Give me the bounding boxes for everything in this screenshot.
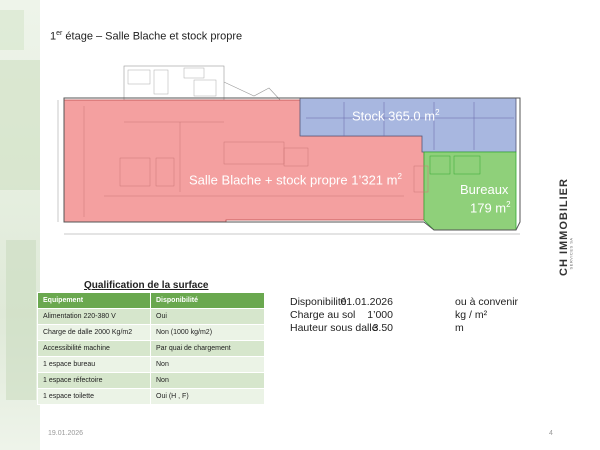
floor-plan: Salle Blache + stock propre 1’321 m2 Sto… [44,62,540,262]
table-cell: Par quai de chargement [150,340,265,357]
table-cell: Oui (H , F) [150,388,265,405]
qualification-title: Qualification de la surface [84,280,209,291]
availability-info: Disponibilité 01.01.2026 ou à convenir C… [290,296,550,335]
zone-label-stock: Stock 365.0 m2 [352,108,440,124]
table-cell: Non (1000 kg/m2) [150,324,265,341]
table-row: 1 espace réfectoire Non [37,372,265,389]
table-cell: Oui [150,308,265,325]
info-row: Charge au sol 1’000 kg / m² [290,309,550,322]
info-row: Hauteur sous dalle 3.50 m [290,322,550,335]
decorative-block [0,60,40,190]
info-unit: ou à convenir [455,296,519,308]
table-cell: Charge de dalle 2000 Kg/m2 [37,324,151,341]
table-row: 1 espace toilette Oui (H , F) [37,388,265,405]
zone-label-salle: Salle Blache + stock propre 1’321 m2 [189,172,402,188]
info-value: 1’000 [367,309,393,321]
info-label: Hauteur sous dalle [290,322,378,334]
table-cell: Non [150,372,265,389]
page-number: 4 [549,430,553,437]
info-label: Disponibilité [290,296,347,308]
footer-date: 19.01.2026 [48,430,84,437]
table-row: Alimentation 220-380 V Oui [37,308,265,325]
info-label: Charge au sol [290,309,356,321]
page-title: 1er étage – Salle Blache et stock propre [50,30,243,43]
qualification-table: Equipement Disponibilité Alimentation 22… [37,292,265,405]
table-cell: 1 espace réfectoire [37,372,151,389]
zone-label-bureaux: Bureaux [460,182,509,197]
info-unit: kg / m² [455,309,488,321]
table-row: 1 espace bureau Non [37,356,265,373]
logo-subtext: SERVICES SA [568,237,574,270]
company-logo: CH IMMOBILIER SERVICES SA [556,170,574,280]
table-row: Charge de dalle 2000 Kg/m2 Non (1000 kg/… [37,324,265,341]
table-cell: 1 espace bureau [37,356,151,373]
decorative-block [0,10,24,50]
table-cell: Accessibilité machine [37,340,151,357]
zone-label-bureaux-area: 179 m2 [470,200,511,216]
info-value: 01.01.2026 [340,296,393,308]
info-unit: m [455,322,464,334]
info-row: Disponibilité 01.01.2026 ou à convenir [290,296,550,309]
decorative-block [6,240,36,400]
table-row: Accessibilité machine Par quai de charge… [37,340,265,357]
table-cell: 1 espace toilette [37,388,151,405]
floor-plan-drawing [57,65,521,235]
table-cell: Alimentation 220-380 V [37,308,151,325]
table-header: Disponibilité [150,292,265,309]
info-value: 3.50 [372,322,393,334]
table-header: Equipement [37,292,151,309]
table-cell: Non [150,356,265,373]
decorative-left-strip [0,0,40,450]
